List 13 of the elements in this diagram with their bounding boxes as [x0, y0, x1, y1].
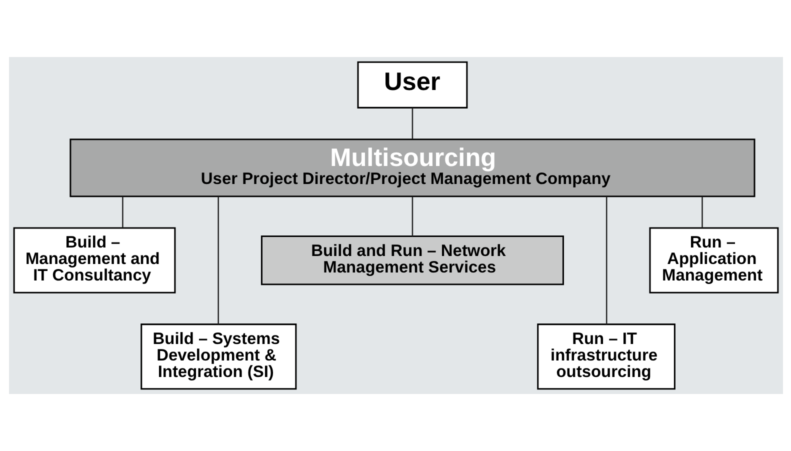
node-box: Multisourcing User Project Director/Project Management Company: [69, 138, 755, 198]
connector: [217, 196, 218, 324]
node-box: Build and Run – Network Management Services: [260, 236, 564, 286]
node-box: Build – Management and IT Consultancy: [12, 227, 176, 294]
node-box: Run – IT infrastructure outsourcing: [536, 324, 675, 390]
connector: [122, 196, 123, 228]
node-box: Run – Application Management: [648, 227, 778, 294]
node-box: Build – Systems Development & Integration (SI): [140, 324, 296, 390]
connector: [411, 196, 413, 236]
connector: [701, 196, 702, 228]
connector: [605, 196, 607, 324]
connector: [411, 108, 413, 139]
node-box: User: [356, 61, 468, 108]
